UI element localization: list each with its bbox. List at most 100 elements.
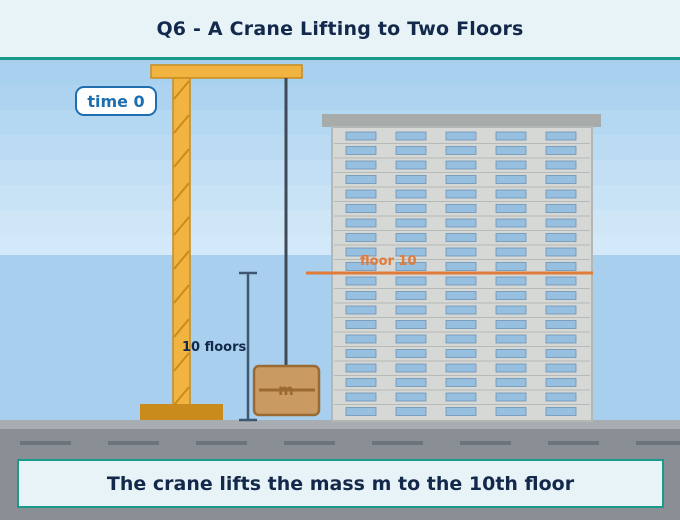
- window: [545, 160, 577, 170]
- window: [545, 305, 577, 315]
- window: [395, 363, 427, 373]
- window: [495, 218, 527, 228]
- crane-icon: [140, 64, 303, 420]
- window: [395, 204, 427, 213]
- window: [445, 218, 477, 228]
- lane-marking: [372, 441, 423, 445]
- window: [395, 291, 427, 300]
- diagram-layer: floor 10 10 floors m: [140, 64, 601, 422]
- window: [495, 175, 527, 184]
- page-title: Q6 - A Crane Lifting to Two Floors: [156, 17, 524, 40]
- window: [345, 378, 377, 387]
- window: [445, 349, 477, 358]
- window: [395, 378, 427, 387]
- window: [445, 407, 477, 416]
- window: [445, 276, 477, 286]
- window: [545, 233, 577, 242]
- window: [395, 392, 427, 402]
- building-floors: [334, 131, 590, 416]
- window: [445, 146, 477, 155]
- window: [345, 276, 377, 286]
- window: [445, 378, 477, 387]
- building-roof: [322, 114, 601, 127]
- window: [395, 218, 427, 228]
- window: [445, 131, 477, 141]
- window: [445, 320, 477, 329]
- window: [395, 131, 427, 141]
- window: [545, 392, 577, 402]
- lane-marking: [460, 441, 511, 445]
- window: [395, 407, 427, 416]
- crane-mast: [172, 77, 191, 407]
- window: [495, 320, 527, 329]
- window: [545, 175, 577, 184]
- mast-brace: [173, 318, 190, 338]
- window: [545, 247, 577, 257]
- window: [495, 291, 527, 300]
- sidewalk: [0, 420, 680, 429]
- window: [545, 262, 577, 271]
- lane-marking: [20, 441, 71, 445]
- window: [345, 320, 377, 329]
- window: [495, 276, 527, 286]
- window: [395, 305, 427, 315]
- window: [545, 407, 577, 416]
- window: [545, 131, 577, 141]
- window: [345, 204, 377, 213]
- window: [445, 334, 477, 344]
- window: [545, 218, 577, 228]
- window: [345, 233, 377, 242]
- window: [345, 262, 377, 271]
- header-bar: Q6 - A Crane Lifting to Two Floors: [0, 0, 680, 60]
- floor-label: floor 10: [360, 254, 417, 269]
- window: [445, 233, 477, 242]
- window: [545, 378, 577, 387]
- window: [445, 189, 477, 199]
- window: [495, 131, 527, 141]
- lane-marking: [636, 441, 680, 445]
- window: [495, 262, 527, 271]
- window: [395, 175, 427, 184]
- window: [545, 363, 577, 373]
- mast-brace: [173, 250, 190, 270]
- window: [495, 378, 527, 387]
- mast-brace: [173, 182, 190, 202]
- window: [445, 247, 477, 257]
- window: [345, 218, 377, 228]
- window: [345, 160, 377, 170]
- caption-box: The crane lifts the mass m to the 10th f…: [17, 459, 664, 508]
- window: [345, 392, 377, 402]
- mast-brace: [173, 216, 190, 236]
- window: [345, 189, 377, 199]
- window: [495, 160, 527, 170]
- window: [395, 334, 427, 344]
- window: [495, 305, 527, 315]
- window: [345, 146, 377, 155]
- window: [345, 407, 377, 416]
- window: [495, 233, 527, 242]
- window: [395, 320, 427, 329]
- window: [395, 349, 427, 358]
- mast-brace: [173, 352, 190, 372]
- scene: floor 10 10 floors m time 0: [0, 63, 680, 520]
- lane-marking: [548, 441, 599, 445]
- window: [495, 334, 527, 344]
- window: [395, 146, 427, 155]
- window: [495, 349, 527, 358]
- window: [345, 363, 377, 373]
- window: [495, 247, 527, 257]
- mast-brace: [173, 386, 190, 406]
- time-badge: time 0: [75, 86, 157, 116]
- window: [345, 349, 377, 358]
- window: [445, 262, 477, 271]
- window: [395, 247, 427, 257]
- window: [545, 349, 577, 358]
- window: [545, 189, 577, 199]
- window: [445, 160, 477, 170]
- window: [345, 247, 377, 257]
- window: [345, 334, 377, 344]
- window: [495, 407, 527, 416]
- window: [495, 392, 527, 402]
- lane-marking: [108, 441, 159, 445]
- height-dimension: [239, 271, 257, 422]
